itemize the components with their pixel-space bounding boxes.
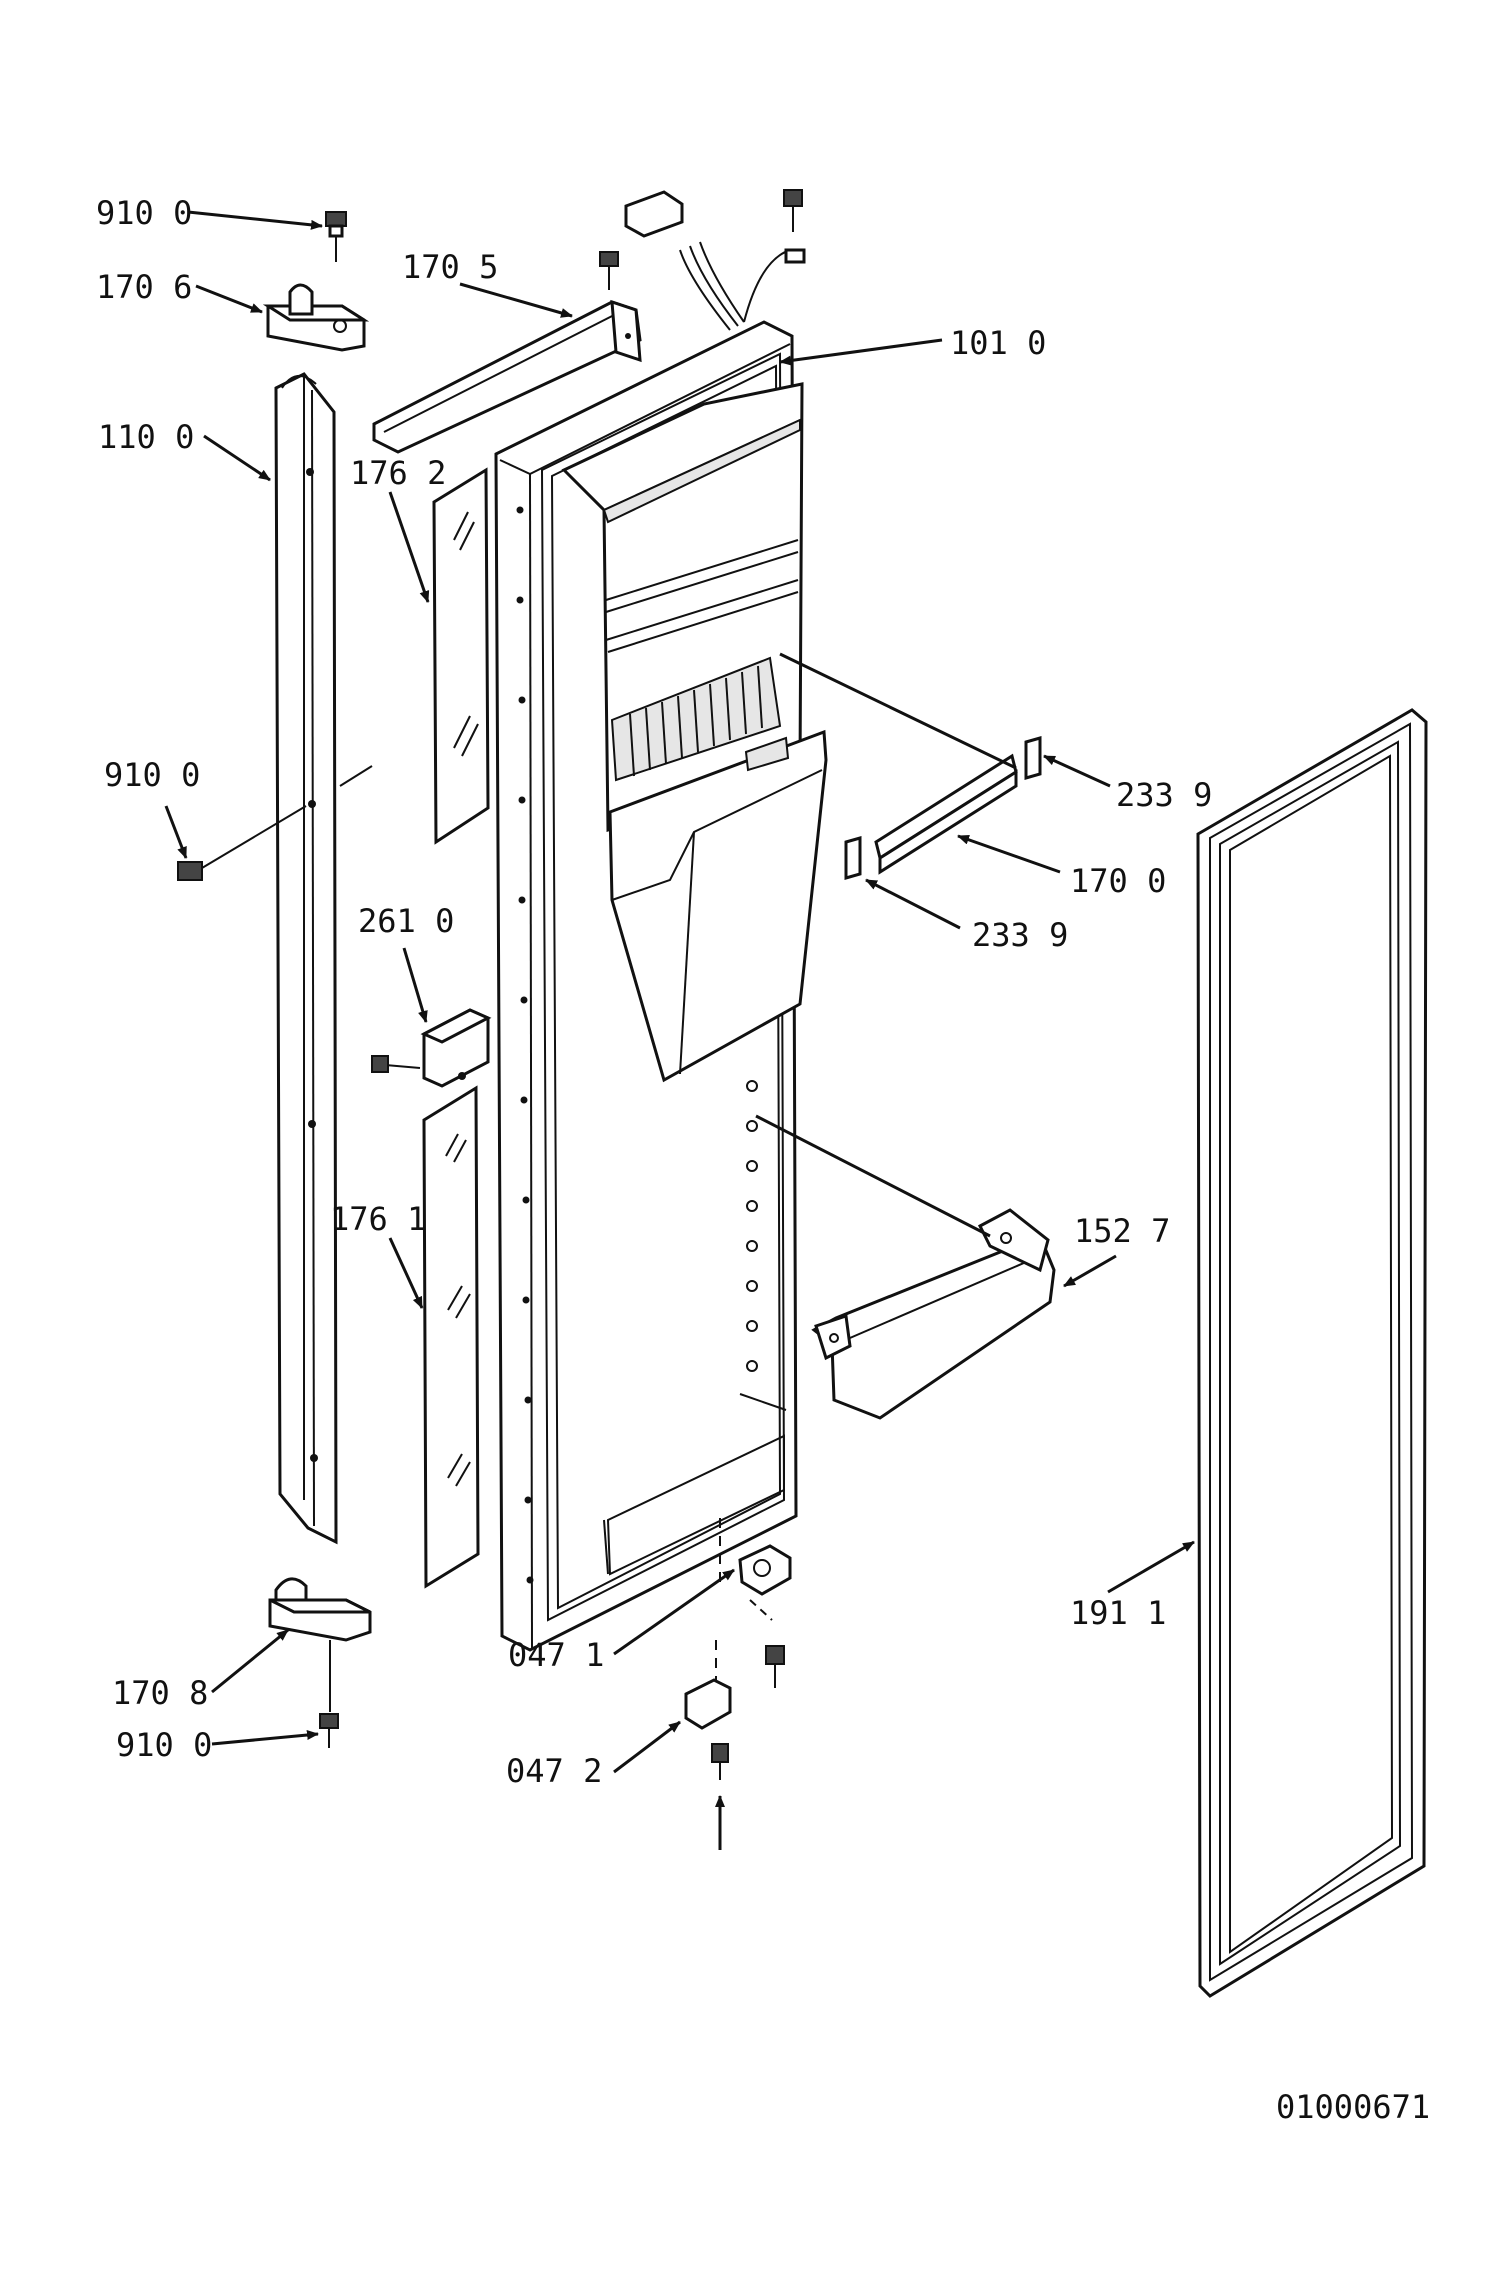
callout-261-0: 261 0	[358, 902, 454, 940]
drawing-number: 01000671	[1276, 2088, 1430, 2126]
hinge-bracket-170-6	[262, 283, 370, 352]
callout-170-0: 170 0	[1070, 862, 1166, 900]
door-gasket-191-1	[1196, 708, 1428, 1998]
hinge-bracket-170-8	[268, 1577, 372, 1642]
callout-047-2: 047 2	[506, 1752, 602, 1790]
door-assembly-101-0	[494, 320, 828, 1652]
leader-lines	[164, 210, 1195, 1850]
door-screw-holes	[516, 506, 534, 1584]
screw-910-top	[325, 211, 347, 262]
callout-233-9-upper: 233 9	[1116, 776, 1212, 814]
callout-labels: 910 0 170 6 170 5 101 0 110 0 176 2 910 …	[96, 194, 1430, 2126]
bracket-261-0	[371, 1008, 492, 1088]
dispenser-grille	[610, 656, 782, 782]
glass-panel-176-1	[422, 1085, 480, 1589]
rail-170-0	[874, 753, 1018, 875]
screw-910-bottom	[319, 1640, 339, 1748]
callout-170-5: 170 5	[402, 248, 498, 286]
callout-176-1: 176 1	[330, 1200, 426, 1238]
callout-170-8: 170 8	[112, 1674, 208, 1712]
callout-910-0-mid: 910 0	[104, 756, 200, 794]
callout-233-9-lower: 233 9	[972, 916, 1068, 954]
callout-910-0-bottom: 910 0	[116, 1726, 212, 1764]
callout-152-7: 152 7	[1074, 1212, 1170, 1250]
shelf-holes	[746, 1080, 758, 1372]
callout-110-0: 110 0	[98, 418, 194, 456]
end-cap-233-9-upper	[1024, 736, 1042, 780]
callout-170-6: 170 6	[96, 268, 192, 306]
callout-176-2: 176 2	[350, 454, 446, 492]
end-cap-233-9-lower	[844, 836, 862, 880]
callout-910-0-top: 910 0	[96, 194, 192, 232]
callout-191-1: 191 1	[1070, 1594, 1166, 1632]
trim-rail-110-0	[274, 372, 338, 1545]
top-trim-170-5	[372, 299, 642, 454]
screw-910-mid	[177, 765, 373, 881]
glass-panel-176-2	[432, 467, 490, 845]
screw-170-5	[599, 251, 619, 290]
callout-101-0: 101 0	[950, 324, 1046, 362]
door-bin-152-7	[811, 1208, 1056, 1420]
hinge-047-1	[719, 1518, 792, 1688]
wire-connector	[624, 189, 806, 331]
hinge-block-047-2	[684, 1640, 732, 1780]
callout-047-1: 047 1	[508, 1636, 604, 1674]
